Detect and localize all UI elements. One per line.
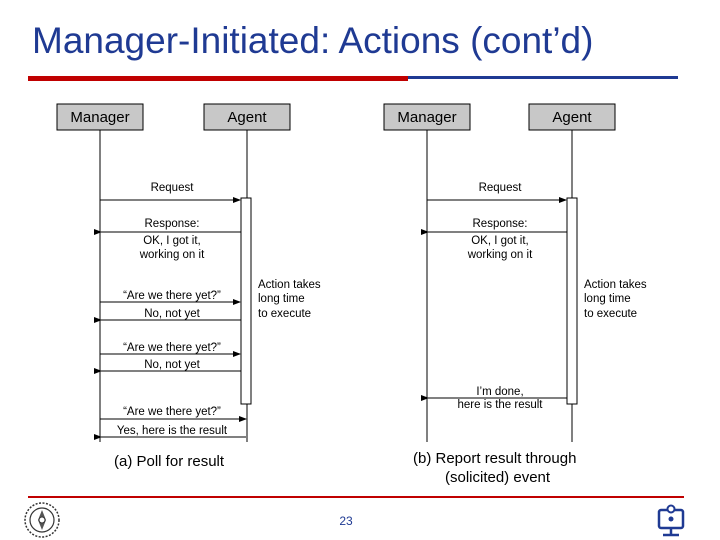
reply-label-a-2: No, not yet (144, 359, 200, 371)
note-a-1: Action takes (258, 279, 321, 291)
response-label-a-2: OK, I got it, (143, 235, 201, 247)
manager-label-a: Manager (70, 109, 129, 126)
response-label-a-1: Response: (145, 218, 200, 230)
poll-label-a-2: “Are we there yet?” (123, 342, 221, 354)
caption-b-1: (b) Report result through (413, 450, 576, 467)
university-seal-icon (24, 502, 60, 538)
diagram-b: Manager Agent Request Response: OK, I go… (383, 103, 647, 486)
title-rule-red (28, 76, 408, 81)
computer-network-icon (657, 504, 685, 537)
note-a-3: to execute (258, 308, 311, 320)
poll-label-a-1: “Are we there yet?” (123, 290, 221, 302)
response-label-b-1: Response: (473, 218, 528, 230)
agent-activation-a (240, 197, 252, 405)
poll-label-a-3: “Are we there yet?” (123, 406, 221, 418)
manager-box-b (383, 103, 471, 131)
request-label-b: Request (479, 182, 523, 194)
diagram-a: Manager Agent Request Response: OK, I go… (56, 103, 321, 470)
manager-box-a (56, 103, 144, 131)
reply-label-a-3: Yes, here is the result (117, 425, 228, 437)
agent-label-a: Agent (227, 109, 267, 126)
reply-label-a-1: No, not yet (144, 308, 200, 320)
note-a-2: long time (258, 293, 305, 305)
agent-box-b (528, 103, 616, 131)
note-b-2: long time (584, 293, 631, 305)
agent-label-b: Agent (552, 109, 592, 126)
done-label-b-2: here is the result (457, 399, 543, 411)
done-label-b-1: I’m done, (476, 386, 523, 398)
response-label-b-3: working on it (467, 249, 533, 261)
note-b-3: to execute (584, 308, 637, 320)
slide-title: Manager-Initiated: Actions (cont’d) (32, 20, 594, 61)
request-label-a: Request (151, 182, 195, 194)
caption-b-2: (solicited) event (445, 469, 551, 486)
footer-rule (28, 496, 684, 498)
title-rule (28, 76, 678, 81)
page-number: 23 (339, 514, 353, 528)
response-label-b-2: OK, I got it, (471, 235, 529, 247)
agent-box-a (203, 103, 291, 131)
response-label-a-3: working on it (139, 249, 205, 261)
title-rule-blue (408, 76, 678, 79)
manager-label-b: Manager (397, 109, 456, 126)
note-b-1: Action takes (584, 279, 647, 291)
agent-activation-b (566, 197, 578, 405)
caption-a: (a) Poll for result (114, 453, 225, 470)
